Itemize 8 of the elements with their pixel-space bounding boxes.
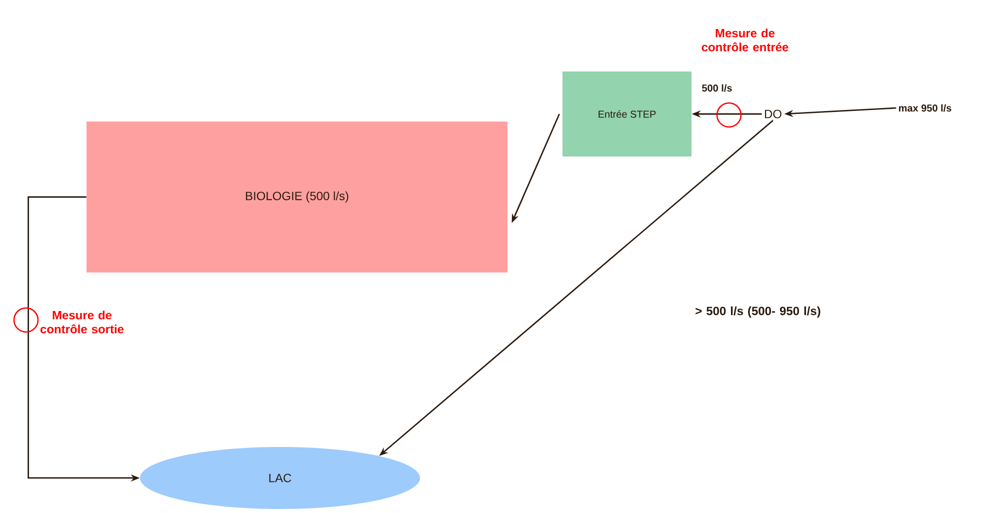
node-text: max 950 l/s bbox=[898, 104, 952, 112]
node-text: DO bbox=[765, 110, 782, 118]
annotation-text: Mesure de contrôle entrée bbox=[702, 28, 788, 52]
process-box: BIOLOGIE (500 l/s) bbox=[86, 122, 508, 272]
process-box: Entrée STEP bbox=[562, 72, 692, 156]
annotation-text: Mesure de contrôle sortie bbox=[40, 310, 124, 334]
edge-label: 500 l/s bbox=[700, 83, 734, 93]
annotation-text: > 500 l/s (500- 950 l/s) bbox=[696, 306, 820, 318]
